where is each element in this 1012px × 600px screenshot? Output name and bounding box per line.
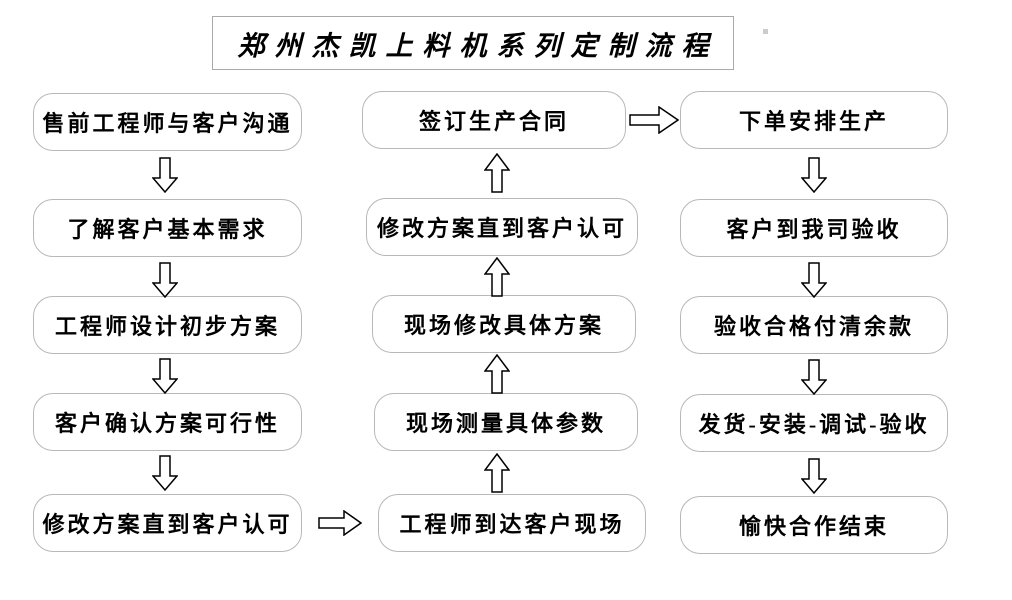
node-right-5-label: 愉快合作结束 — [738, 514, 889, 539]
arrow-down-icon — [801, 458, 827, 494]
arrow-right-icon — [629, 106, 679, 134]
node-left-4-label: 客户确认方案可行性 — [54, 411, 280, 436]
node-left-1: 售前工程师与客户沟通 — [33, 93, 302, 151]
node-right-4: 发货-安装-调试-验收 — [680, 394, 948, 452]
node-right-2: 客户到我司验收 — [680, 199, 948, 257]
node-middle-1-label: 签订生产合同 — [418, 109, 569, 134]
anchor-dot — [763, 29, 768, 34]
node-right-4-label: 发货-安装-调试-验收 — [698, 412, 930, 437]
node-right-1: 下单安排生产 — [680, 91, 948, 149]
node-right-5: 愉快合作结束 — [680, 496, 948, 554]
arrow-down-icon — [152, 455, 178, 491]
arrow-down-icon — [801, 157, 827, 193]
diagram-title-box: 郑州杰凯上料机系列定制流程 — [212, 16, 734, 70]
node-middle-4-label: 现场测量具体参数 — [405, 411, 606, 436]
arrow-right-icon — [318, 510, 362, 536]
node-middle-5-label: 工程师到达客户现场 — [399, 512, 625, 537]
arrow-down-icon — [152, 358, 178, 394]
node-middle-5: 工程师到达客户现场 — [378, 494, 646, 552]
node-middle-2-label: 修改方案直到客户认可 — [376, 216, 627, 241]
arrow-down-icon — [801, 359, 827, 395]
node-right-3-label: 验收合格付清余款 — [713, 314, 914, 339]
arrow-up-icon — [484, 354, 510, 394]
node-middle-1: 签订生产合同 — [362, 91, 626, 149]
arrow-down-icon — [801, 262, 827, 298]
node-left-4: 客户确认方案可行性 — [33, 393, 302, 451]
node-right-1-label: 下单安排生产 — [738, 109, 889, 134]
arrow-up-icon — [484, 153, 510, 193]
diagram-title: 郑州杰凯上料机系列定制流程 — [237, 30, 719, 61]
node-middle-3: 现场修改具体方案 — [372, 295, 636, 353]
arrow-down-icon — [152, 157, 178, 193]
node-middle-2: 修改方案直到客户认可 — [366, 198, 638, 256]
node-left-2: 了解客户基本需求 — [33, 199, 302, 257]
node-left-5: 修改方案直到客户认可 — [33, 494, 302, 552]
node-left-1-label: 售前工程师与客户沟通 — [42, 111, 293, 136]
node-right-2-label: 客户到我司验收 — [726, 217, 902, 242]
arrow-up-icon — [484, 257, 510, 297]
arrow-up-icon — [484, 453, 510, 493]
node-left-5-label: 修改方案直到客户认可 — [42, 512, 293, 537]
node-left-3-label: 工程师设计初步方案 — [54, 314, 280, 339]
node-left-2-label: 了解客户基本需求 — [67, 217, 268, 242]
node-middle-3-label: 现场修改具体方案 — [403, 313, 604, 338]
node-right-3: 验收合格付清余款 — [680, 296, 948, 354]
arrow-down-icon — [152, 262, 178, 298]
node-middle-4: 现场测量具体参数 — [374, 393, 638, 451]
node-left-3: 工程师设计初步方案 — [33, 296, 302, 354]
